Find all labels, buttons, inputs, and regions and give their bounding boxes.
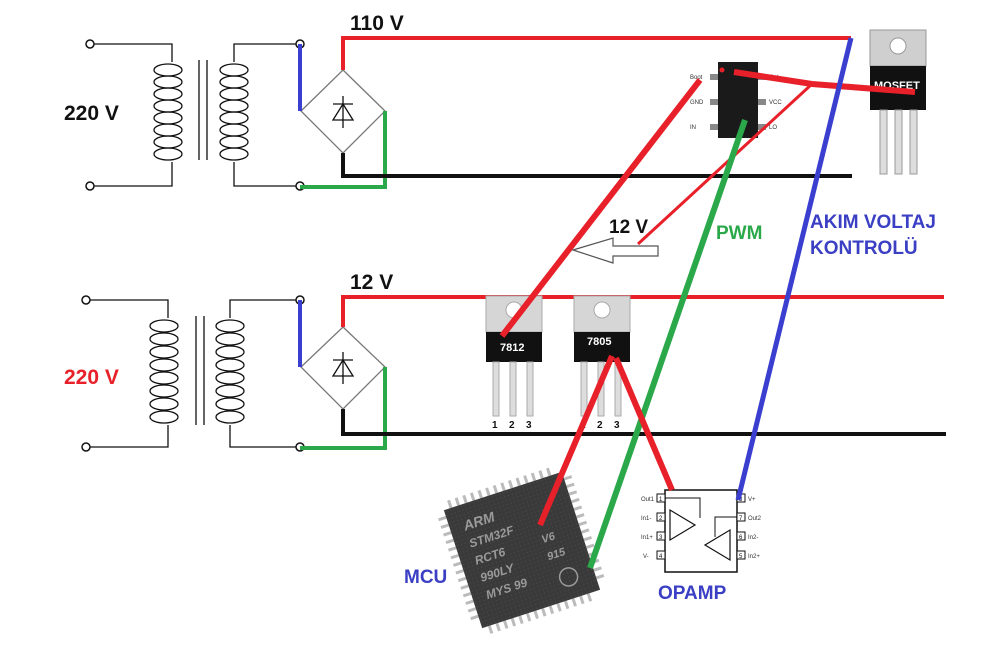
opamp-label: OPAMP (658, 583, 727, 604)
mosfet-transistor: MOSFET (869, 29, 927, 175)
mcu-chip: ARM STM32F RCT6 990LY MYS 99 V6 915 (438, 467, 605, 634)
top-green-wire (300, 111, 387, 189)
mcu-label: MCU (404, 567, 447, 588)
mcu-side-mark-1: V6 (540, 530, 557, 546)
regulator-7812-pin-1: 1 (492, 420, 498, 431)
regulator-7805-pin-2: 2 (597, 420, 603, 431)
regulator-7805-pin-3: 3 (614, 420, 620, 431)
control-label-line-1: AKIM VOLTAJ (810, 212, 936, 233)
top-dc-voltage-label: 110 V (350, 12, 404, 35)
top-mains-voltage-label: 220 V (64, 102, 119, 125)
opamp-pin-num-r4: 5 (739, 554, 743, 560)
pwm-label: PWM (716, 223, 762, 244)
opamp-pin-right-2: Out2 (748, 516, 762, 522)
bottom-secondary-lead-top (229, 299, 296, 318)
bottom-secondary-lead-bottom (229, 425, 296, 448)
opamp-pin-left-4: V- (643, 554, 649, 560)
bottom-primary-lead-top (90, 299, 169, 318)
driver-feed-wire (636, 82, 814, 246)
top-secondary-lead-top (233, 43, 296, 62)
opamp-pin-num-l4: 4 (659, 554, 663, 560)
bottom-secondary-coil (215, 319, 245, 424)
opamp-pin-num-l2: 2 (659, 516, 663, 522)
top-primary-lead-top (94, 43, 173, 62)
driver-pin-right-2: VCC (769, 100, 782, 106)
opamp-pin-right-4: In2+ (748, 554, 760, 560)
top-primary-coil (153, 63, 183, 161)
top-bridge-rectifier (300, 69, 386, 154)
opamp-pin-num-r1: 8 (739, 497, 743, 503)
top-secondary-coil (219, 63, 249, 161)
regulator-7805-label: 7805 (587, 336, 611, 348)
bottom-input-terminal-1 (81, 295, 91, 305)
pwm-wire (587, 119, 748, 569)
regulator-7812-label: 7812 (500, 342, 524, 354)
driver-to-7812-wire (499, 78, 703, 338)
tap-voltage-label: 12 V (609, 217, 648, 238)
driver-pin-left-3: IN (690, 125, 696, 131)
bottom-green-wire (300, 367, 387, 450)
bottom-dc-voltage-label: 12 V (350, 271, 393, 294)
top-black-rail (341, 153, 852, 178)
bottom-input-terminal-2 (81, 442, 91, 452)
bottom-bridge-rectifier (300, 326, 386, 410)
regulator-to-opamp-wire (613, 356, 675, 492)
opamp-pin-num-l3: 3 (659, 535, 663, 541)
top-primary-lead-bottom (94, 162, 173, 187)
opamp-pin-num-l1: 1 (659, 497, 663, 503)
top-secondary-lead-bottom (233, 162, 296, 187)
bottom-black-rail (341, 409, 946, 436)
driver-pin-left-1: Boot (690, 75, 703, 81)
regulator-to-mcu-wire (537, 354, 615, 527)
control-label-line-2: KONTROLÜ (810, 238, 918, 259)
opamp-pin-left-3: In1+ (641, 535, 653, 541)
regulator-7812: 7812 1 2 3 (485, 295, 543, 431)
opamp-pin-left-1: Out1 (641, 497, 655, 503)
regulator-7812-pin-3: 3 (526, 420, 532, 431)
bottom-primary-lead-bottom (90, 425, 169, 448)
regulator-7805: 7805 1 2 3 (573, 295, 631, 431)
opamp-pin-right-3: In2- (748, 535, 758, 541)
bottom-primary-coil (149, 319, 179, 424)
opamp-pin-num-r2: 7 (739, 516, 743, 522)
regulator-7812-pin-2: 2 (509, 420, 515, 431)
st-logo-icon (558, 567, 579, 587)
top-red-rail (341, 36, 851, 70)
driver-pin-left-2: GND (690, 100, 704, 106)
mcu-side-mark-2: 915 (546, 546, 568, 563)
bottom-mains-voltage-label: 220 V (64, 366, 119, 389)
opamp-pin-left-2: In1- (641, 516, 651, 522)
bottom-red-rail (341, 295, 944, 327)
opamp-pin-right-1: V+ (748, 497, 756, 503)
tap-arrow-icon (570, 237, 659, 264)
top-input-terminal-1 (85, 39, 95, 49)
opamp-pin-num-r3: 6 (739, 535, 743, 541)
opamp-ic: 1 2 3 4 8 7 6 5 Out1 In1- In1+ V- V+ Out… (641, 489, 762, 573)
driver-pin-right-3: LO (769, 125, 777, 131)
top-input-terminal-2 (85, 181, 95, 191)
current-voltage-control-wire (735, 37, 854, 501)
